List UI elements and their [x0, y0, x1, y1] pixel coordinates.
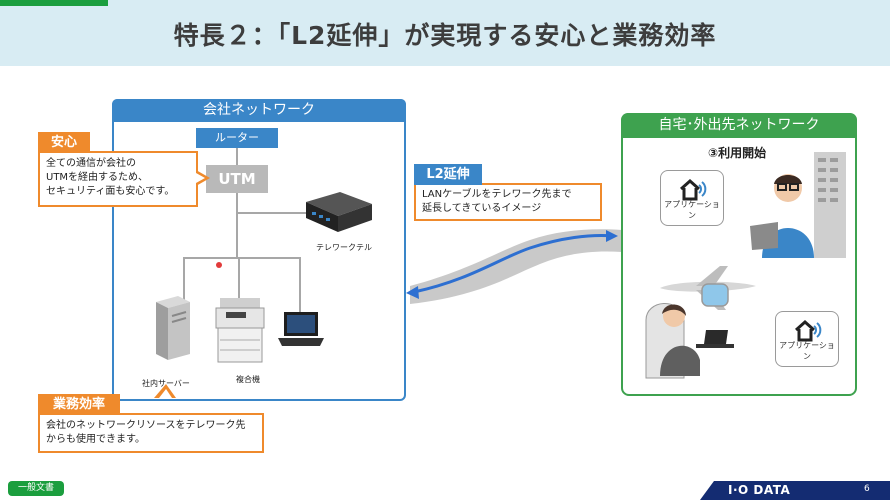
server-icon: [156, 296, 190, 360]
header-accent-bar: [0, 0, 108, 6]
anshin-pointer: [196, 170, 210, 186]
person-laptop-icon: [750, 174, 814, 258]
home-wifi-icon: [680, 178, 707, 201]
document-class-badge: 一般文書: [8, 481, 64, 496]
utm-label: UTM: [206, 165, 268, 193]
app-card-1: アプリケーション: [660, 170, 724, 226]
l2-callout: LANケーブルをテレワーク先まで 延長してきているイメージ: [414, 183, 602, 221]
company-network-title: 会社ネットワーク: [112, 99, 406, 122]
footer-brand-band: [700, 481, 890, 500]
l2-extension-band: [406, 229, 622, 304]
telework-device-label: テレワークテル: [316, 243, 372, 252]
home-wifi-icon: [795, 319, 822, 342]
start-usage-label: ③利用開始: [708, 146, 767, 160]
person-seated-icon: [645, 303, 734, 379]
laptop-icon: [278, 312, 324, 346]
app-label-1: アプリケーション: [664, 200, 720, 220]
line-to-laptop: [299, 257, 301, 312]
line-horizontal-bus: [183, 257, 301, 259]
line-to-telework-device: [238, 212, 308, 214]
line-utm-trunk: [236, 193, 238, 258]
anshin-callout: 全ての通信が会社の UTMを経由するため、 セキュリティ面も安心です。: [38, 151, 198, 207]
server-label: 社内サーバー: [142, 379, 190, 388]
telework-device-icon: [306, 192, 372, 232]
anshin-tag: 安心: [38, 132, 90, 153]
l2-tag: L2延伸: [414, 164, 482, 185]
slide-title: 特長２：「L2延伸」が実現する安心と業務効率: [173, 21, 717, 50]
mfp-icon: [215, 298, 265, 363]
gyomu-pointer: [154, 384, 176, 398]
slide-header: [0, 0, 890, 66]
pointer-dot: [216, 262, 222, 268]
gyomu-tag: 業務効率: [38, 394, 120, 415]
gyomu-callout: 会社のネットワークリソースをテレワーク先 からも使用できます。: [38, 413, 264, 453]
mfp-label: 複合機: [236, 375, 260, 384]
page-number: 6: [864, 484, 870, 494]
app-card-2: アプリケーション: [775, 311, 839, 367]
line-router-utm: [236, 148, 238, 165]
building-icon: [814, 152, 846, 258]
plane-window-icon: [701, 283, 729, 307]
brand-logo: I·O DATA: [728, 483, 791, 497]
home-network-title: 自宅･外出先ネットワーク: [621, 113, 857, 138]
app-label-2: アプリケーション: [779, 341, 835, 361]
line-to-server: [183, 257, 185, 301]
router-label: ルーター: [196, 128, 278, 148]
line-to-mfp: [238, 257, 240, 299]
